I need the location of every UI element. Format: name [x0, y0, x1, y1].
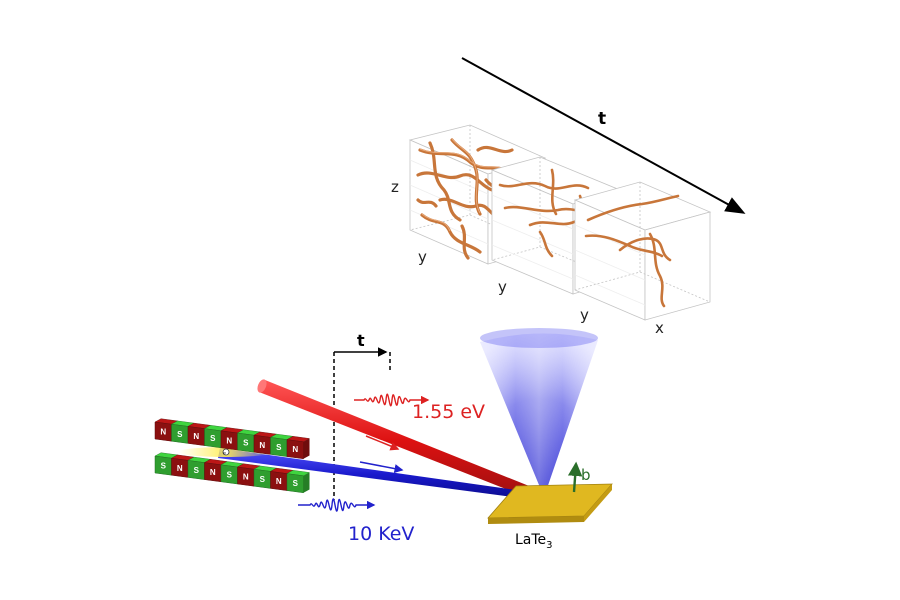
- delay-bracket: t: [333, 331, 391, 500]
- undulator-bottom-magnet-n: N: [269, 467, 294, 491]
- magnet-pole-label: S: [194, 466, 200, 475]
- undulator-top-row: N S N S N S N S N: [154, 418, 311, 460]
- magnet-pole-label: N: [193, 432, 199, 441]
- magnet-pole-label: N: [276, 477, 282, 486]
- axis-label-y-1: y: [418, 248, 427, 266]
- magnet-pole-label: N: [177, 464, 183, 473]
- magnet-pole-label: N: [259, 441, 265, 450]
- pump-wave-packet: [354, 393, 430, 407]
- magnet-pole-label: S: [210, 434, 216, 443]
- axis-label-y-3: y: [580, 306, 589, 324]
- magnet-pole-label: S: [177, 430, 183, 439]
- probe-beam: [218, 448, 544, 501]
- magnet-pole-label: S: [243, 439, 249, 448]
- time-label-bottom: t: [357, 331, 365, 350]
- undulator-top-magnet-n: N: [220, 427, 245, 451]
- sample-plate: LaTe3: [487, 483, 613, 551]
- b-vector-arrow: [567, 461, 583, 493]
- experiment-setup: t 1.55 eV 10 KeV N S N S N S N S N S N S N S N S N S e: [154, 328, 613, 551]
- magnet-pole-label: S: [276, 443, 282, 452]
- undulator-top-magnet-n: N: [286, 436, 311, 460]
- sample-label: LaTe3: [515, 532, 553, 551]
- magnet-pole-label: N: [160, 428, 166, 437]
- undulator-bottom-magnet-s: S: [154, 452, 179, 476]
- electron-marker: [222, 448, 230, 456]
- magnet-pole-label: S: [227, 470, 233, 479]
- pump-beam: [257, 379, 544, 502]
- axis-label-z: z: [391, 178, 399, 196]
- probe-direction-arrow: [359, 461, 404, 474]
- scattering-cone: [480, 328, 598, 497]
- magnet-pole-label: N: [210, 468, 216, 477]
- magnet-pole-label: S: [293, 479, 299, 488]
- undulator-top-magnet-s: S: [170, 420, 195, 444]
- undulator-bottom-magnet-s: S: [220, 461, 245, 485]
- time-label-top: t: [598, 109, 606, 129]
- filaments-3: [584, 194, 680, 308]
- pump-direction-arrow: [365, 435, 400, 451]
- undulator-top-end-face: [303, 438, 310, 459]
- magnet-pole-label: N: [226, 436, 232, 445]
- undulator-bottom-magnet-n: N: [170, 454, 195, 478]
- axis-label-y-2: y: [498, 278, 507, 296]
- pump-energy-label: 1.55 eV: [412, 401, 485, 423]
- probe-wave-packet: [298, 498, 376, 512]
- axis-label-x: x: [655, 319, 664, 337]
- electron-label: e: [223, 451, 226, 457]
- probe-energy-label: 10 KeV: [348, 523, 414, 545]
- undulator-top-magnet-n: N: [187, 422, 212, 446]
- magnet-pole-label: S: [161, 462, 167, 471]
- b-vector-label: b: [581, 466, 591, 484]
- undulator: N S N S N S N S N S N S N S N S N S e: [154, 418, 311, 494]
- filaments-1-highlight: [419, 138, 506, 232]
- undulator-top-magnet-n: N: [253, 431, 278, 455]
- time-axis-arrow: [461, 57, 746, 214]
- undulator-bottom-magnet-n: N: [203, 459, 228, 483]
- undulator-top-magnet-s: S: [269, 433, 294, 457]
- undulator-bottom-row: S N S N S N S N S: [154, 452, 311, 494]
- magnet-pole-label: N: [292, 445, 298, 454]
- undulator-bottom-end-face: [303, 472, 310, 493]
- magnet-pole-label: N: [243, 473, 249, 482]
- magnet-pole-label: S: [260, 475, 266, 484]
- time-series-boxes: t: [391, 57, 746, 337]
